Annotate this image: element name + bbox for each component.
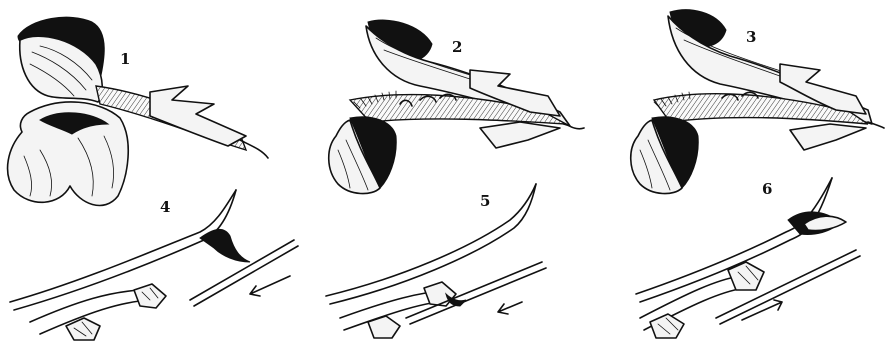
figure-2-label: 2 <box>452 38 462 56</box>
figure-3-label: 3 <box>746 28 756 46</box>
figure-6-stamen-diagram: 6 <box>636 178 860 338</box>
figure-1-flower: 1 <box>8 17 268 205</box>
figure-4-stamen-diagram: 4 <box>10 190 298 340</box>
figure-6-label: 6 <box>762 180 772 198</box>
figure-4-label: 4 <box>160 198 170 216</box>
figure-2-flower-section: 2 <box>329 20 584 194</box>
figure-1-label: 1 <box>120 50 130 68</box>
figure-5-label: 5 <box>480 192 490 210</box>
figure-3-flower-section: 3 <box>631 10 884 194</box>
figure-5-stamen-diagram: 5 <box>326 184 546 338</box>
